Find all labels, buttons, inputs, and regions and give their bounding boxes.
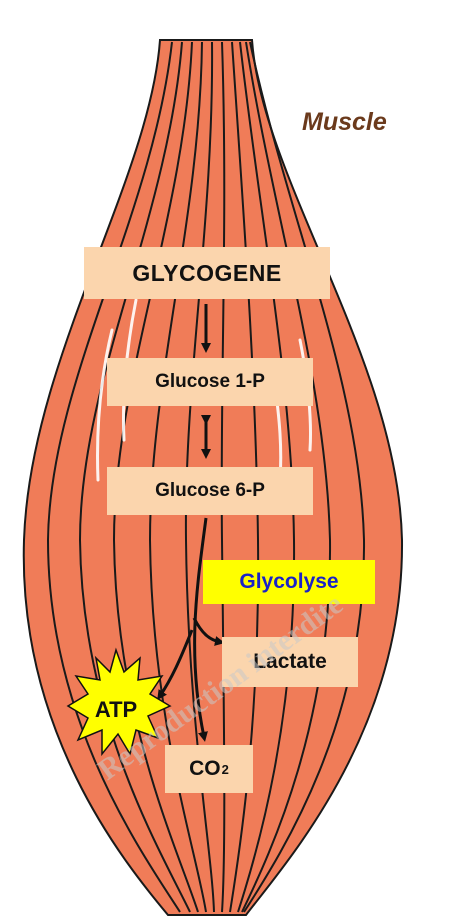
glycogene-box: GLYCOGENE [84, 247, 330, 299]
glucose-6p-box: Glucose 6-P [107, 467, 313, 515]
glycolyse-label: Glycolyse [203, 560, 375, 604]
co2-text: CO [189, 757, 221, 781]
glucose-1p-box: Glucose 1-P [107, 358, 313, 406]
muscle-label: Muscle [302, 108, 387, 137]
co2-subscript: 2 [222, 762, 229, 777]
